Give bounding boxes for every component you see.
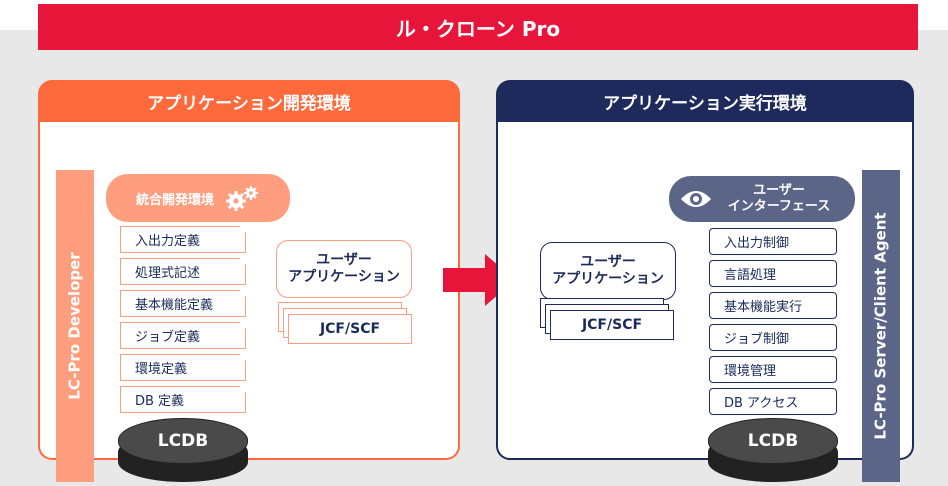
dev-jcf-box: JCF/SCF	[288, 314, 412, 344]
runtime-environment-panel: アプリケーション実行環境 ユーザー インターフェース 入出力制御 言語処理 基本…	[496, 80, 914, 482]
dev-item: 処理式記述	[120, 258, 246, 285]
ide-pill: 統合開発環境	[106, 174, 290, 222]
dev-item: ジョブ定義	[120, 322, 246, 349]
user-interface-pill: ユーザー インターフェース	[669, 176, 855, 222]
product-title: ル・クローン Pro	[395, 16, 561, 41]
ui-line2: インターフェース	[727, 199, 831, 214]
run-database-icon: LCDB	[708, 418, 838, 482]
run-side-label: LC-Pro Server/Client Agent	[872, 212, 891, 440]
dev-app-line1: ユーザー	[316, 251, 372, 268]
run-item: 入出力制御	[709, 228, 837, 255]
run-app-line2: アプリケーション	[552, 271, 664, 287]
dev-item: 環境定義	[120, 354, 246, 381]
dev-panel-header: アプリケーション開発環境	[147, 93, 351, 114]
dev-jcf-label: JCF/SCF	[319, 321, 381, 337]
dev-database-icon: LCDB	[118, 418, 248, 482]
dev-panel-body: LC-Pro Developer 統合開発環境	[40, 122, 458, 482]
run-panel-header: アプリケーション実行環境	[603, 93, 807, 114]
ui-pill-text: ユーザー インターフェース	[713, 183, 855, 216]
run-jcf-box: JCF/SCF	[550, 310, 674, 340]
dev-side-bar: LC-Pro Developer	[56, 170, 94, 482]
product-title-bar: ル・クローン Pro	[38, 4, 918, 50]
run-app-line1: ユーザー	[580, 253, 636, 270]
run-item: 言語処理	[709, 260, 837, 287]
dev-item: DB 定義	[120, 386, 246, 413]
run-item: ジョブ制御	[709, 324, 837, 351]
development-environment-panel: アプリケーション開発環境 LC-Pro Developer 統合開発環境	[38, 80, 460, 482]
dev-db-label: LCDB	[118, 418, 248, 464]
dev-item: 基本機能定義	[120, 290, 246, 317]
run-user-application: ユーザー アプリケーション	[540, 242, 676, 300]
run-panel-body: ユーザー インターフェース 入出力制御 言語処理 基本機能実行 ジョブ制御 環境…	[498, 122, 912, 482]
eye-icon	[681, 191, 711, 207]
dev-item: 入出力定義	[120, 226, 246, 253]
run-item: 基本機能実行	[709, 292, 837, 319]
run-db-label: LCDB	[708, 418, 838, 464]
ide-label: 統合開発環境	[136, 192, 215, 208]
run-item: DB アクセス	[709, 388, 837, 415]
run-jcf-label: JCF/SCF	[581, 317, 643, 333]
dev-app-line2: アプリケーション	[288, 269, 400, 285]
dev-side-label: LC-Pro Developer	[66, 252, 85, 400]
gear-icon	[226, 186, 259, 211]
dev-user-application: ユーザー アプリケーション	[276, 240, 412, 298]
run-side-bar: LC-Pro Server/Client Agent	[862, 170, 900, 482]
ui-line1: ユーザー	[753, 182, 805, 198]
run-item: 環境管理	[709, 356, 837, 383]
